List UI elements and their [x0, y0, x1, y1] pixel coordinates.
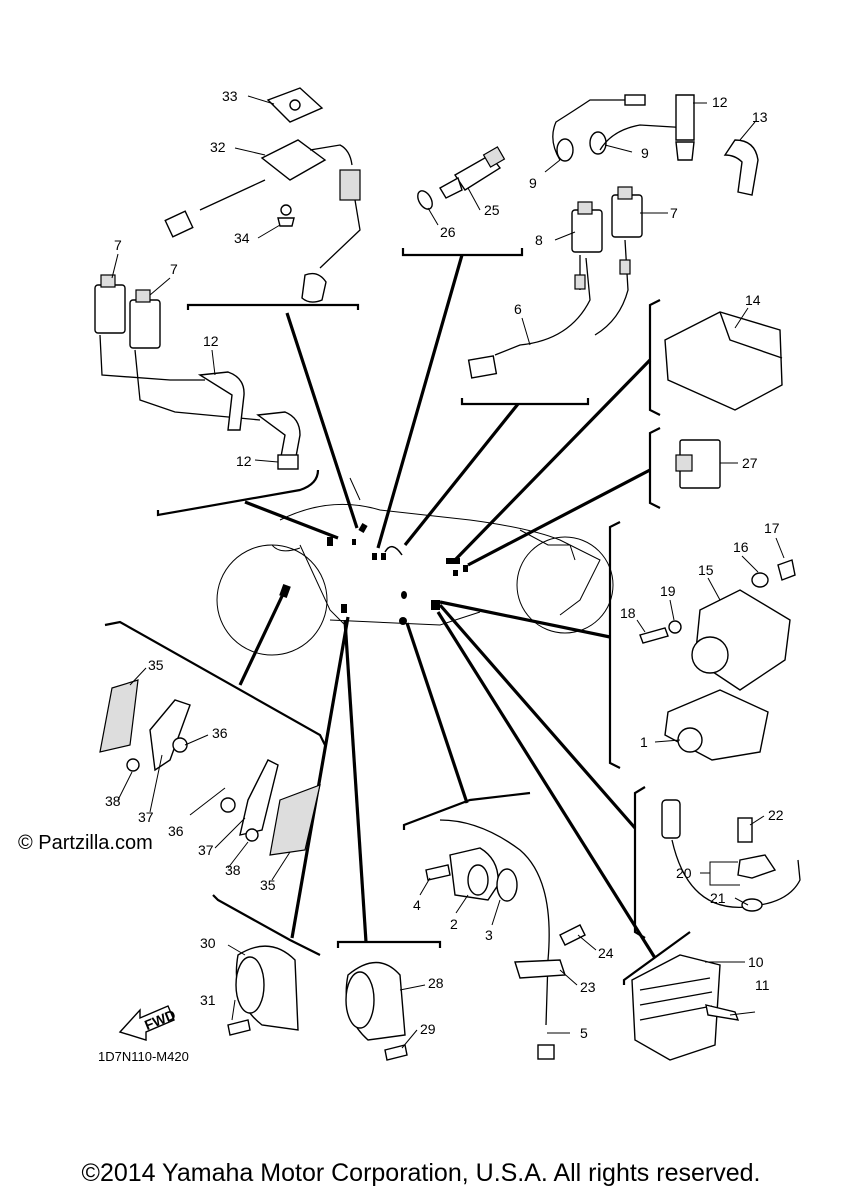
callout-29: 29	[420, 1021, 436, 1037]
copyright-notice: ©2014 Yamaha Motor Corporation, U.S.A. A…	[81, 1159, 761, 1187]
callout-16: 16	[733, 539, 749, 555]
fuel-sender-assembly	[164, 87, 361, 303]
callout-12-top: 12	[712, 94, 728, 110]
callout-37-left: 37	[138, 809, 154, 825]
leader-lines	[104, 248, 691, 985]
callout-13: 13	[752, 109, 768, 125]
callout-24: 24	[598, 945, 614, 961]
callout-36-right: 36	[212, 725, 228, 741]
ignition-coils-right	[467, 94, 759, 379]
crank-position-sensor	[661, 799, 801, 912]
callout-12-mid: 12	[203, 333, 219, 349]
forward-direction-arrow: FWD	[118, 1005, 178, 1041]
callout-23: 23	[580, 979, 596, 995]
callout-38-bottom: 38	[225, 862, 241, 878]
callout-21: 21	[710, 890, 726, 906]
callout-38-left: 38	[105, 793, 121, 809]
side-reflectors	[99, 679, 321, 856]
callout-33: 33	[222, 88, 238, 104]
callout-9-right: 9	[641, 145, 649, 161]
callout-numbers: 33 32 34 25 26 12 13 9 9 7 8 6 7 7 12 12…	[105, 88, 784, 1041]
rectifier-regulator	[631, 954, 740, 1061]
callout-1: 1	[640, 734, 648, 750]
callout-31: 31	[200, 992, 216, 1008]
location-markers	[279, 523, 468, 625]
callout-28: 28	[428, 975, 444, 991]
callout-4: 4	[413, 897, 421, 913]
callout-35-top: 35	[148, 657, 164, 673]
callout-12-bottom: 12	[236, 453, 252, 469]
callout-32: 32	[210, 139, 226, 155]
ecu-and-relay	[664, 311, 783, 489]
callout-17: 17	[764, 520, 780, 536]
callout-6: 6	[514, 301, 522, 317]
diagram-code: 1D7N110-M420	[98, 1049, 189, 1064]
speed-sensor	[417, 146, 506, 210]
fwd-label: FWD	[142, 1006, 178, 1033]
throttle-position-sensor	[639, 559, 796, 761]
watermark: © Partzilla.com	[18, 832, 153, 854]
callout-35-bottom: 35	[260, 877, 276, 893]
callout-8: 8	[535, 232, 543, 248]
callout-15: 15	[698, 562, 714, 578]
callout-11: 11	[755, 977, 770, 993]
callout-10: 10	[748, 954, 764, 970]
callout-7-left-a: 7	[114, 237, 122, 253]
callout-34: 34	[234, 230, 250, 246]
callout-3: 3	[485, 927, 493, 943]
ignition-coils-left	[94, 274, 301, 470]
callout-36-bottom: 36	[168, 823, 184, 839]
callout-9-left: 9	[529, 175, 537, 191]
callout-22: 22	[768, 807, 784, 823]
callout-2: 2	[450, 916, 458, 932]
neutral-switch-and-lead	[425, 819, 586, 1060]
callout-5: 5	[580, 1025, 588, 1041]
callout-26: 26	[440, 224, 456, 240]
callout-18: 18	[620, 605, 636, 621]
callout-19: 19	[660, 583, 676, 599]
callout-25: 25	[484, 202, 500, 218]
callout-7-left-b: 7	[170, 261, 178, 277]
callout-30: 30	[200, 935, 216, 951]
callout-14: 14	[745, 292, 761, 308]
horns	[227, 945, 408, 1061]
callout-leaders	[111, 95, 785, 1049]
callout-7-right: 7	[670, 205, 678, 221]
callout-27: 27	[742, 455, 758, 471]
callout-20: 20	[676, 865, 692, 881]
callout-37-bottom: 37	[198, 842, 214, 858]
motorcycle-outline	[216, 477, 614, 656]
